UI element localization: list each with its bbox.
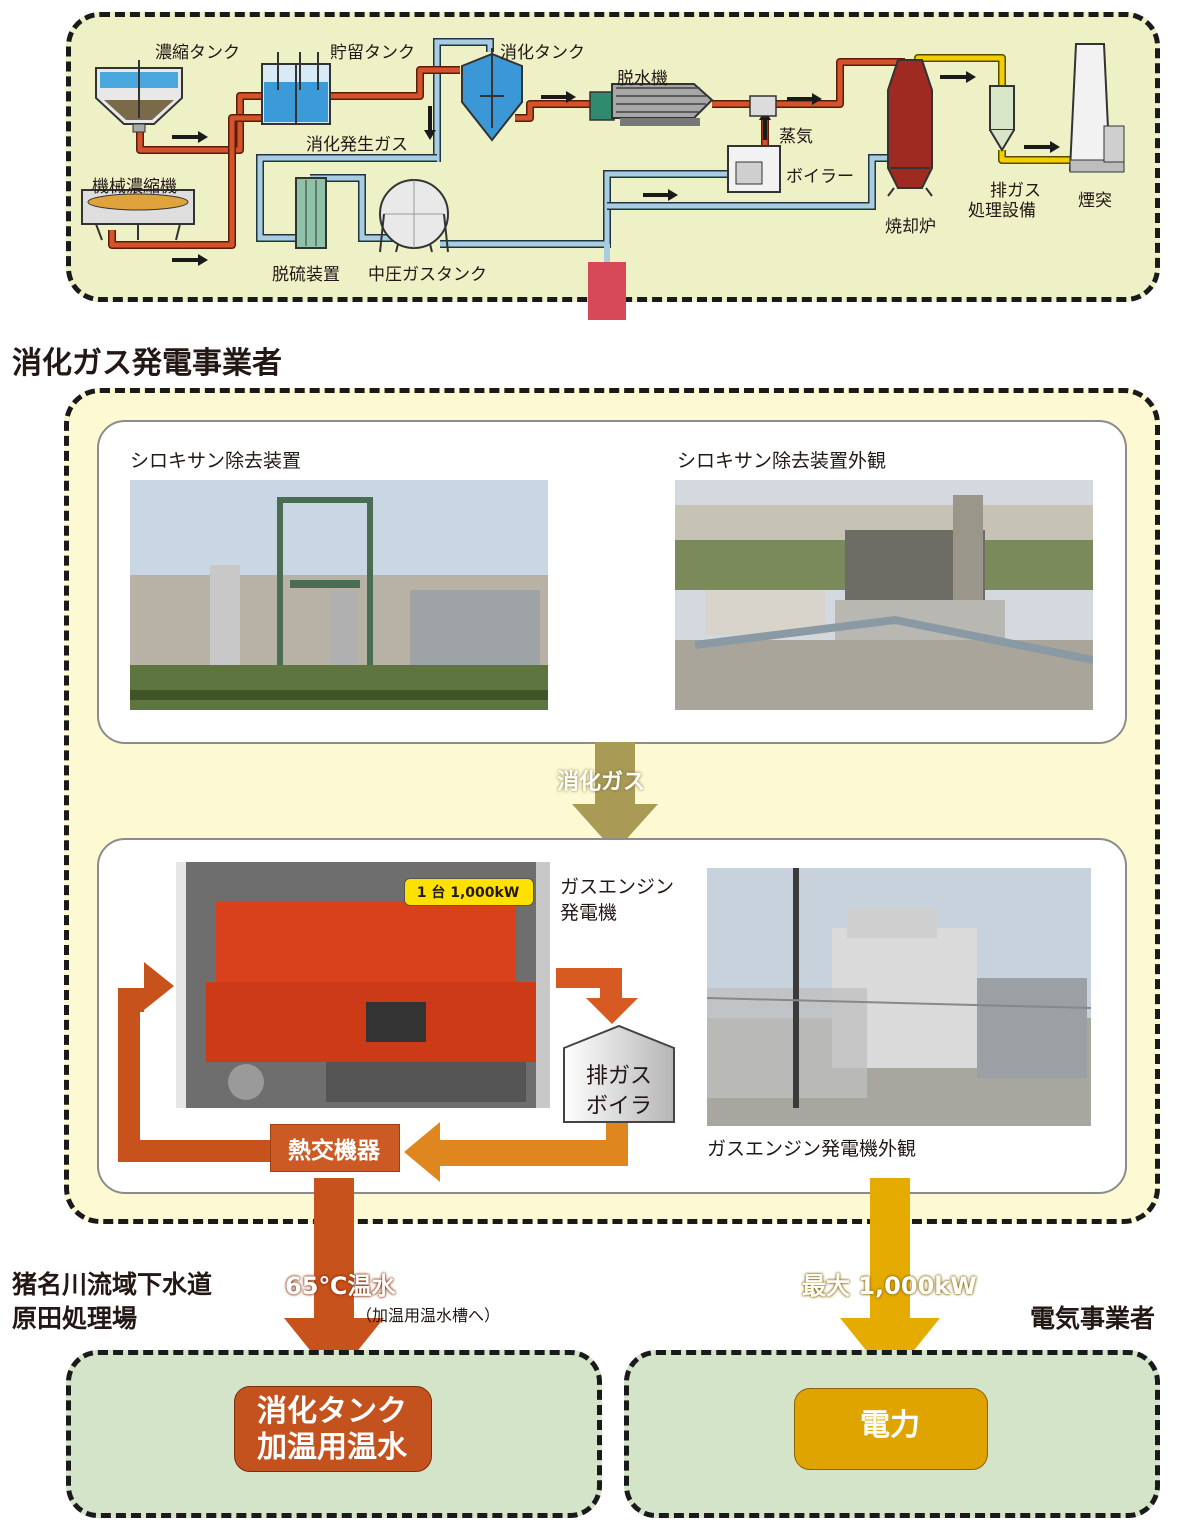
siloxane-caption: シロキサン除去装置 (130, 450, 302, 472)
exhaust-treatment-icon (989, 85, 1015, 152)
gas-flow-label: 消化ガス (557, 770, 646, 795)
engine-badge-label: 1 台 1,000kW (416, 885, 520, 901)
thickening-tank-icon (95, 60, 183, 133)
heat-exchanger-label: 熱交機器 (288, 1138, 380, 1164)
chimney-icon (1068, 43, 1125, 173)
electric-power-box (794, 1388, 988, 1470)
desulfurizer-icon (295, 177, 327, 249)
label-thickening-tank: 濃縮タンク (155, 43, 240, 63)
hot-water-note: （加温用温水槽へ） (356, 1306, 501, 1325)
digestion-heating-box (234, 1386, 432, 1472)
utility-name: 電気事業者 (1030, 1304, 1156, 1333)
label-digestion-tank: 消化タンク (500, 43, 585, 63)
dewatering-machine-icon (589, 83, 714, 126)
engine-caption-2: 発電機 (560, 902, 618, 924)
loop-left-arrow (118, 962, 270, 1162)
label-exhaust-treatment-2: 処理設備 (968, 201, 1036, 221)
label-exhaust-treatment-1: 排ガス (990, 181, 1041, 201)
boiler-icon (727, 95, 781, 193)
mechanical-thickener-icon (81, 189, 195, 241)
operator-title: 消化ガス発電事業者 (12, 346, 282, 381)
storage-tank-icon (261, 52, 331, 125)
max-power-label: 最大 1,000kW (802, 1272, 977, 1300)
label-chimney: 煙突 (1078, 191, 1112, 211)
hot-water-label: 65℃温水 (285, 1272, 396, 1300)
siloxane-exterior-caption: シロキサン除去装置外観 (677, 450, 887, 472)
gas-flow-arrow (572, 742, 658, 852)
digestion-heating-label-1: 消化タンク (257, 1394, 407, 1429)
red-flow-arrow (588, 262, 626, 320)
process-diagram (81, 38, 1125, 320)
heat-exchanger-box (270, 1124, 400, 1172)
engine-photo (176, 862, 550, 1108)
boiler-return-arrow (404, 1120, 628, 1182)
incinerator-icon (887, 59, 933, 197)
label-gas-tank: 中圧ガスタンク (368, 265, 487, 285)
plant-name-line2: 原田処理場 (12, 1304, 138, 1333)
siloxane-photo (130, 480, 548, 710)
digestion-tank-icon (461, 48, 523, 142)
label-steam: 蒸気 (779, 127, 813, 147)
exhaust-boiler-label-1: 排ガス (585, 1064, 652, 1089)
label-mechanical-thickener: 機械濃縮機 (92, 177, 177, 197)
label-boiler: ボイラー (786, 167, 854, 187)
electric-power-label: 電力 (860, 1408, 920, 1443)
label-incinerator: 焼却炉 (885, 217, 936, 237)
power-arrow (840, 1178, 940, 1380)
engine-exterior-photo (707, 868, 1091, 1126)
digestion-heating-label-2: 加温用温水 (257, 1430, 407, 1465)
engine-caption-1: ガスエンジン (560, 876, 675, 898)
label-dewatering-machine: 脱水機 (617, 69, 668, 89)
label-storage-tank: 貯留タンク (330, 43, 415, 63)
hot-water-arrow (284, 1178, 384, 1380)
gas-holder-icon (379, 179, 449, 253)
plant-name-line1: 猪名川流域下水道 (12, 1270, 213, 1299)
engine-exhaust-arrow (556, 968, 638, 1024)
engine-badge (404, 878, 534, 906)
exhaust-boiler-icon (563, 1024, 675, 1123)
engine-exterior-caption: ガスエンジン発電機外観 (707, 1138, 917, 1160)
exhaust-boiler-label-2: ボイラ (585, 1094, 652, 1119)
label-digestion-gas: 消化発生ガス (306, 135, 408, 155)
label-desulfurizer: 脱硫装置 (272, 265, 340, 285)
siloxane-exterior-photo (675, 480, 1093, 710)
